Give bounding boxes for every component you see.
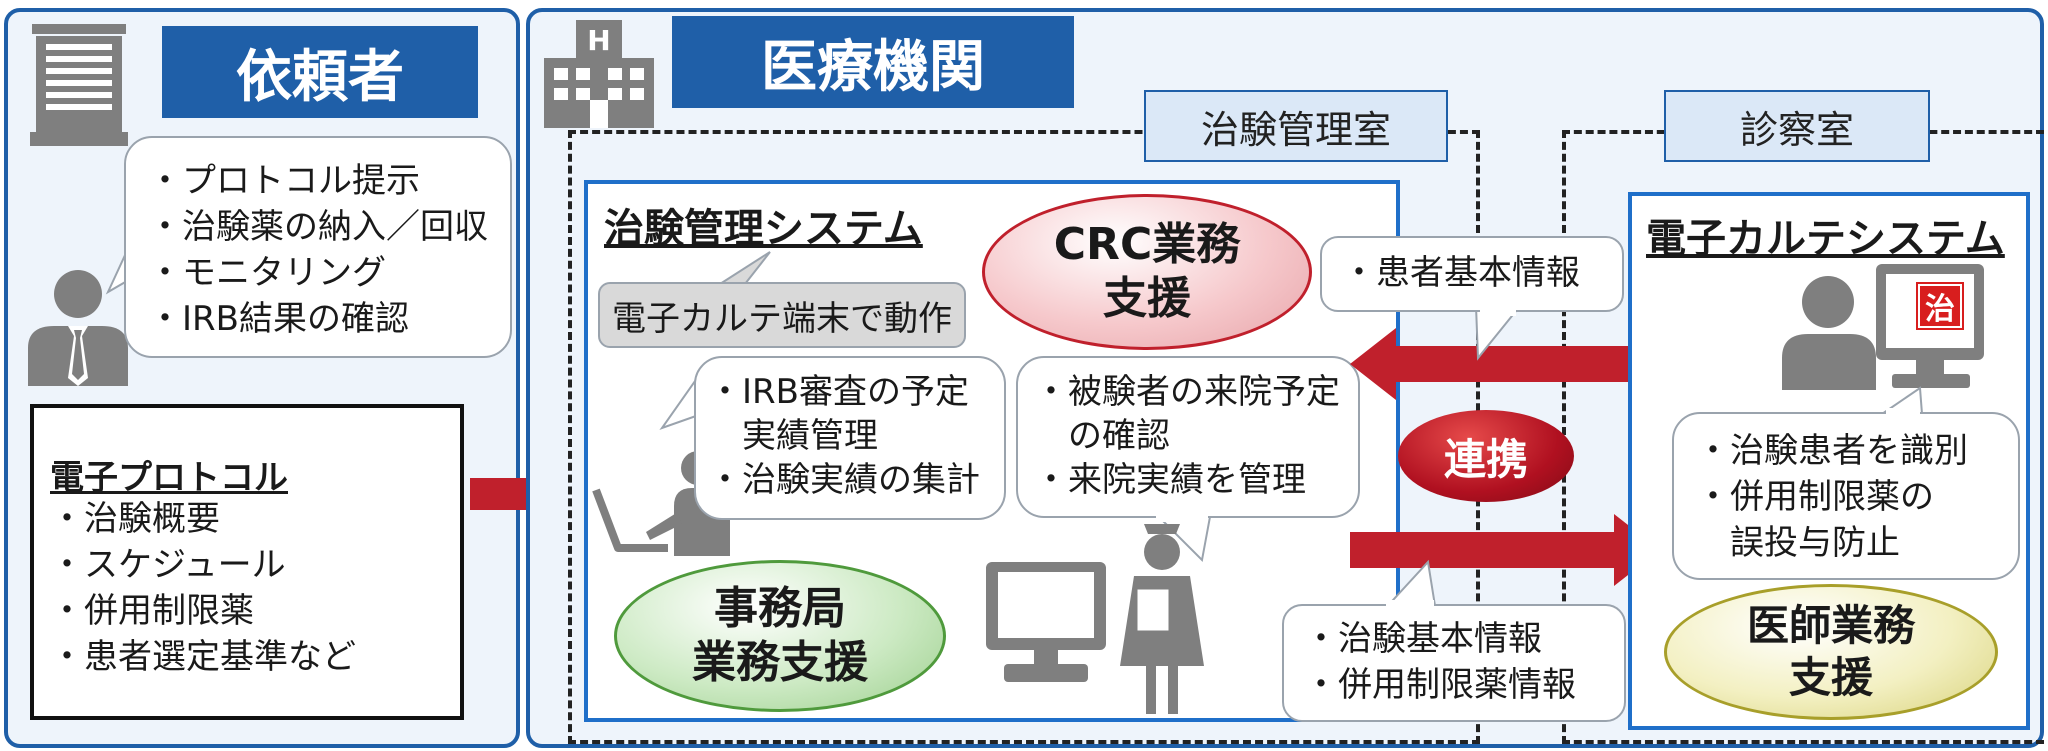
emr-tasks-bubble [1672,412,2020,580]
protocol-item: ・併用制限薬 [50,591,254,631]
electronic-protocol-heading: 電子プロトコル [50,458,288,498]
protocol-item-list: ・治験概要 ・スケジュール ・併用制限薬 ・患者選定基準など [50,496,356,680]
trial-info-bubble [1282,604,1626,722]
crc-support-line: 支援 [1103,273,1191,324]
requester-task-list: ・プロトコル提示 ・治験薬の納入／回収 ・モニタリング ・IRB結果の確認 [148,158,488,342]
office-support-line: 事務局 [714,583,846,634]
requester-title: 依頼者 [162,26,478,118]
office-support-ellipse: 事務局 業務支援 [614,560,946,712]
hospital-icon: H [544,20,654,128]
trial-info-item: ・治験基本情報 [1304,619,1542,659]
terminal-note: 電子カルテ端末で動作 [598,282,966,348]
emr-task-list: ・治験患者を識別 ・併用制限薬の 誤投与防止 [1696,428,1968,566]
trial-patient-badge: 治 [1916,282,1964,330]
institution-title: 医療機関 [672,16,1074,108]
crc-task-item: の確認 [1034,416,1170,456]
office-tasks-bubble [694,356,1006,520]
emr-task-item: ・治験患者を識別 [1696,431,1968,471]
building-icon [30,24,128,146]
exam-room-label: 診察室 [1664,90,1930,162]
patient-info-bubble [1320,236,1624,312]
trial-room-label: 治験管理室 [1144,90,1448,162]
protocol-item: ・患者選定基準など [50,637,356,677]
trial-info-list: ・治験基本情報 ・併用制限薬情報 [1304,616,1576,708]
emr-task-item: 誤投与防止 [1696,523,1900,563]
requester-task-item: ・治験薬の納入／回収 [148,207,488,247]
trial-management-system-heading: 治験管理システム [604,206,923,252]
doctor-support-line: 医師業務 [1746,601,1915,650]
office-task-item: ・治験実績の集計 [708,460,980,500]
doctor-support-ellipse: 医師業務 支援 [1664,584,1998,720]
protocol-item: ・スケジュール [50,545,286,585]
monitor-icon [986,562,1106,682]
requester-task-item: ・IRB結果の確認 [148,299,409,339]
trial-info-item: ・併用制限薬情報 [1304,665,1576,705]
crc-task-item: ・被験者の来院予定 [1034,372,1340,412]
crc-task-item: ・来院実績を管理 [1034,460,1306,500]
crc-support-line: CRC業務 [1053,219,1241,270]
integration-badge: 連携 [1398,410,1574,502]
doctor-support-line: 支援 [1788,653,1873,702]
patient-info-item: ・患者基本情報 [1342,253,1580,293]
requester-bubble [124,136,512,358]
office-task-list: ・IRB審査の予定 実績管理 ・治験実績の集計 [708,370,980,502]
crc-support-ellipse: CRC業務 支援 [982,194,1312,350]
protocol-item: ・治験概要 [50,499,220,539]
business-person-icon [28,270,128,386]
office-task-item: ・IRB審査の予定 [708,372,969,412]
svg-text:H: H [587,24,610,57]
office-task-item: 実績管理 [708,416,878,456]
emr-system-heading: 電子カルテシステム [1646,216,2005,262]
nurse-icon [1120,524,1204,714]
patient-info-arrow [1350,328,1660,400]
crc-task-list: ・被験者の来院予定 の確認 ・来院実績を管理 [1034,370,1340,502]
electronic-protocol-box [30,404,464,720]
requester-task-item: ・モニタリング [148,253,386,293]
patient-info-list: ・患者基本情報 [1342,248,1580,298]
emr-task-item: ・併用制限薬の [1696,477,1934,517]
requester-task-item: ・プロトコル提示 [148,161,420,201]
office-support-line: 業務支援 [692,637,868,688]
